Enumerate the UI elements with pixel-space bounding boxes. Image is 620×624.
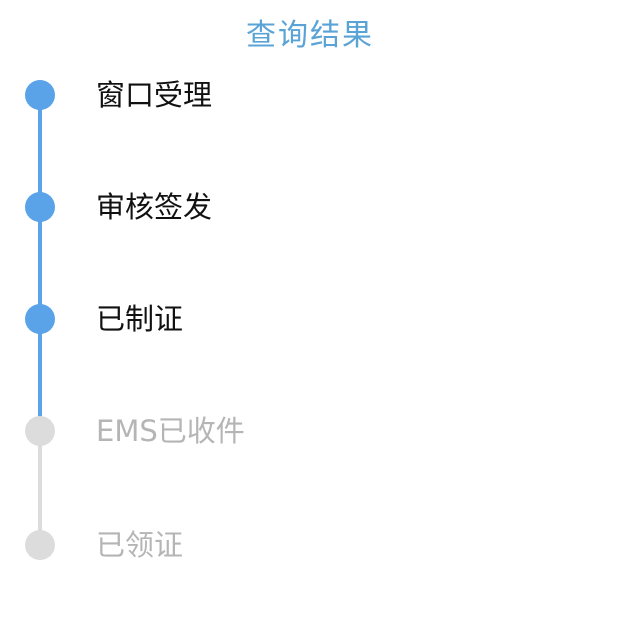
header: 查询结果 — [0, 0, 620, 64]
step-dot — [25, 416, 55, 446]
timeline-connector — [38, 431, 42, 545]
step-dot — [25, 304, 55, 334]
step-label-window-accepted: 窗口受理 — [96, 78, 213, 112]
step-label-review-issued: 审核签发 — [96, 190, 213, 224]
step-label-collected: 已领证 — [96, 528, 184, 562]
timeline-connector — [38, 207, 42, 319]
timeline-connector — [38, 95, 42, 207]
step-label-ems-received: EMS已收件 — [96, 414, 245, 448]
page-title: 查询结果 — [246, 18, 374, 53]
timeline-connector — [38, 319, 42, 431]
step-dot — [25, 80, 55, 110]
step-label-card-made: 已制证 — [96, 302, 184, 336]
step-dot — [25, 530, 55, 560]
step-dot — [25, 192, 55, 222]
